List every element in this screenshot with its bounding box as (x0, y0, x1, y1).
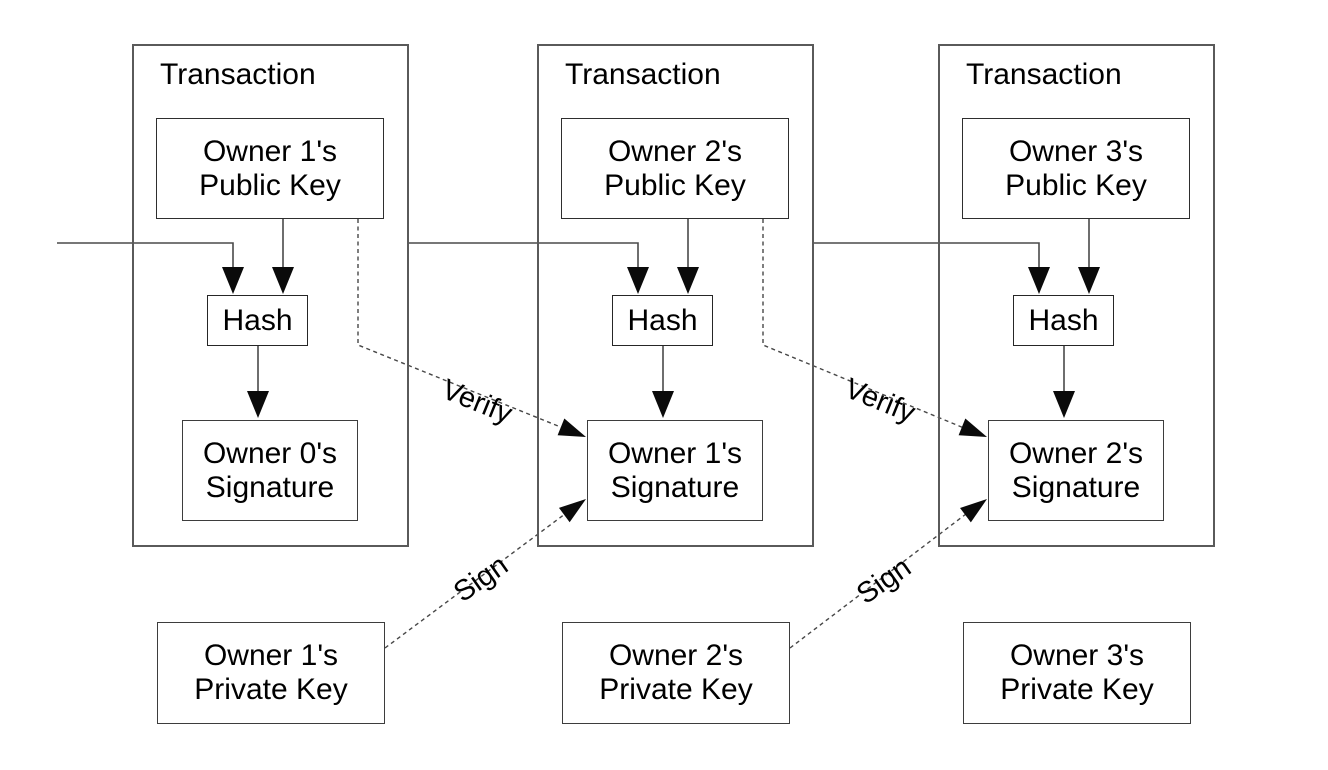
verify-arrow-2 (762, 219, 987, 437)
transaction-box-3 (938, 44, 1215, 547)
public-key-line2: Public Key (604, 168, 746, 202)
hash-label: Hash (222, 303, 293, 337)
private-key-box-2: Owner 2's Private Key (562, 622, 790, 724)
private-key-box-3: Owner 3's Private Key (963, 622, 1191, 724)
signature-box-3: Owner 2's Signature (988, 420, 1164, 521)
transaction-box-1 (132, 44, 409, 547)
public-key-line1: Owner 1's (202, 134, 338, 168)
transaction-title-1: Transaction (160, 58, 316, 91)
public-key-box-3: Owner 3's Public Key (962, 118, 1190, 219)
signature-box-2: Owner 1's Signature (587, 420, 763, 521)
tx2-to-hash3-arrow (814, 242, 1050, 294)
prev-tx-to-hash1-arrow (57, 242, 244, 294)
transaction-title-3: Transaction (966, 58, 1122, 91)
transaction-box-2 (537, 44, 814, 547)
public-key-line2: Public Key (199, 168, 341, 202)
signature-line2: Signature (610, 470, 740, 504)
pubkey2-to-hash2-arrow (677, 219, 699, 294)
private-key-line2: Private Key (599, 673, 753, 706)
hash-box-1: Hash (207, 295, 308, 346)
private-key-line1: Owner 1's (203, 639, 339, 672)
hash-label: Hash (1028, 303, 1099, 337)
public-key-line2: Public Key (1005, 168, 1147, 202)
hash-label: Hash (627, 303, 698, 337)
signature-box-1: Owner 0's Signature (182, 420, 358, 521)
hash-box-2: Hash (612, 295, 713, 346)
private-key-line1: Owner 2's (608, 639, 744, 672)
private-key-line2: Private Key (194, 673, 348, 706)
sign-arrow-1 (384, 499, 586, 649)
pubkey1-to-hash1-arrow (272, 219, 294, 294)
tx1-to-hash2-arrow (409, 242, 649, 294)
signature-line1: Owner 2's (1008, 436, 1144, 470)
signature-line1: Owner 0's (202, 436, 338, 470)
private-key-box-1: Owner 1's Private Key (157, 622, 385, 724)
signature-line1: Owner 1's (607, 436, 743, 470)
sign-arrow-2 (789, 499, 987, 649)
public-key-box-2: Owner 2's Public Key (561, 118, 789, 219)
public-key-line1: Owner 2's (607, 134, 743, 168)
private-key-line2: Private Key (1000, 673, 1154, 706)
signature-line2: Signature (205, 470, 335, 504)
hash-box-3: Hash (1013, 295, 1114, 346)
public-key-box-1: Owner 1's Public Key (156, 118, 384, 219)
hash1-to-signature1-arrow (247, 346, 269, 418)
hash3-to-signature3-arrow (1053, 346, 1075, 418)
transaction-title-2: Transaction (565, 58, 721, 91)
public-key-line1: Owner 3's (1008, 134, 1144, 168)
pubkey3-to-hash3-arrow (1078, 219, 1100, 294)
signature-line2: Signature (1011, 470, 1141, 504)
private-key-line1: Owner 3's (1009, 639, 1145, 672)
hash2-to-signature2-arrow (652, 346, 674, 418)
verify-arrow-1 (357, 219, 586, 437)
